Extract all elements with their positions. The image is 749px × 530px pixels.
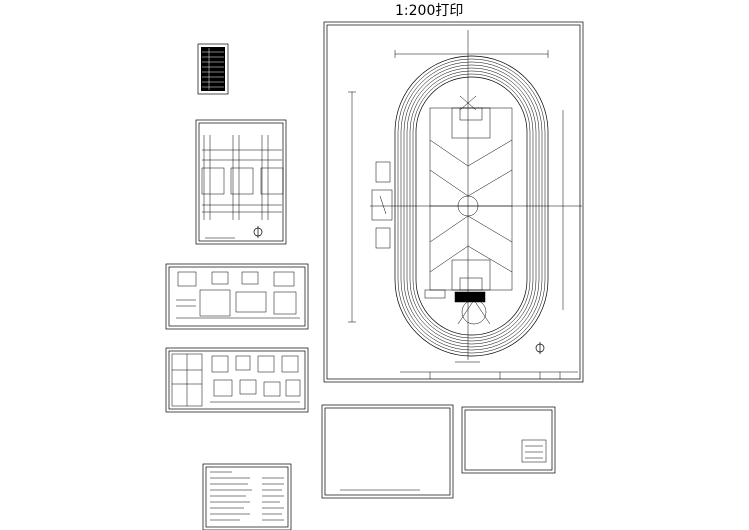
blank-frame-sheet-large[interactable] bbox=[321, 404, 454, 499]
field-event-area bbox=[424, 289, 491, 325]
foundation-detail-sheet[interactable] bbox=[165, 263, 309, 330]
drawing-index-table-sheet[interactable] bbox=[197, 43, 229, 95]
section-detail-sheet[interactable] bbox=[165, 347, 309, 413]
design-notes-sheet[interactable] bbox=[202, 463, 292, 530]
north-arrow-icon bbox=[535, 342, 545, 354]
bleacher-area bbox=[371, 161, 393, 249]
running-track bbox=[394, 55, 549, 357]
stadium-plan-sheet[interactable] bbox=[323, 21, 584, 383]
title-block-icon bbox=[400, 371, 578, 379]
football-field bbox=[429, 95, 513, 291]
blank-frame-sheet-small[interactable] bbox=[461, 406, 556, 474]
print-scale-label: 1:200打印 bbox=[395, 3, 464, 19]
structural-detail-sheet[interactable] bbox=[195, 119, 287, 245]
